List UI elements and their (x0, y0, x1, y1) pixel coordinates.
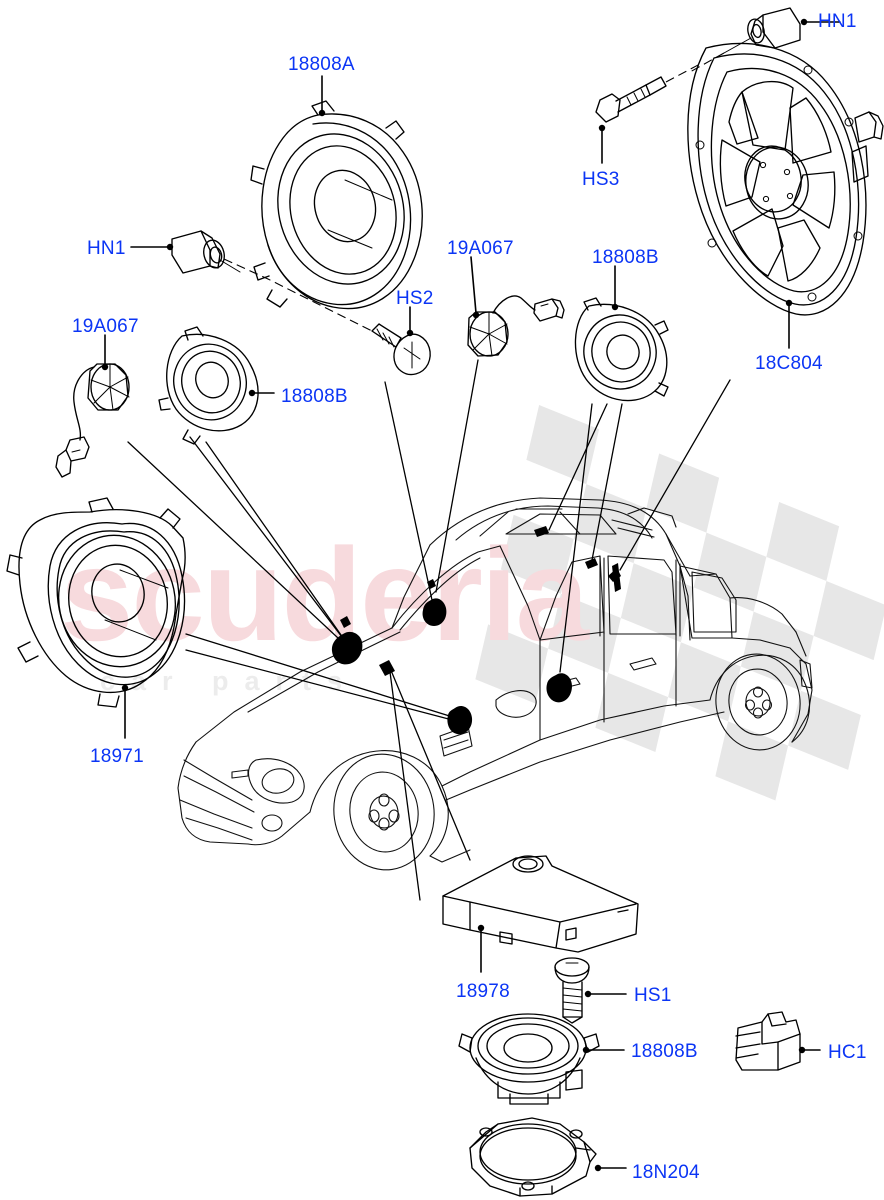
label-18808b-lower: 18808B (281, 386, 348, 407)
part-18978-cover-panel (442, 855, 639, 953)
watermark-brand-text: scuderia (60, 521, 591, 668)
label-19a067-upper: 19A067 (447, 238, 514, 259)
label-18978: 18978 (456, 981, 510, 1002)
label-hn1-right: HN1 (818, 11, 857, 32)
vehicle-illustration (177, 497, 813, 871)
part-19a067-tweeter-lower (55, 363, 130, 478)
part-hn1-grommet-right (689, 7, 801, 73)
part-hc1-clip (735, 1011, 801, 1071)
label-hs3: HS3 (582, 169, 620, 190)
label-19a067-lower: 19A067 (72, 316, 139, 337)
part-hs3-bolt (595, 63, 701, 123)
label-18c804: 18C804 (755, 353, 823, 374)
label-hs1: HS1 (634, 985, 672, 1006)
part-18808b-speaker-upper (574, 297, 669, 402)
part-18808b-speaker-bottom (458, 1013, 600, 1105)
part-19a067-tweeter-upper (467, 295, 565, 357)
part-18808b-speaker-lower (158, 326, 259, 445)
label-hs2: HS2 (396, 288, 434, 309)
part-18808a-door-speaker (223, 100, 423, 332)
part-hs2-screw (371, 323, 431, 376)
label-18808b-upper: 18808B (592, 247, 659, 268)
part-18971-subwoofer (6, 497, 186, 708)
part-18c804-subwoofer-grille (687, 42, 884, 316)
label-hn1-left: HN1 (87, 238, 126, 259)
leader-19a067-upper (470, 256, 477, 314)
part-hn1-grommet-left (171, 230, 241, 274)
part-hs1-screw (554, 957, 590, 1024)
label-hc1: HC1 (828, 1042, 867, 1063)
label-18n204: 18N204 (632, 1162, 700, 1183)
vehicle-speaker-markers (331, 526, 621, 735)
label-18808b-bottom: 18808B (631, 1041, 698, 1062)
leader-lines-to-vehicle (127, 359, 731, 901)
part-18n204-bracket (469, 1117, 597, 1197)
label-18808a: 18808A (288, 54, 355, 75)
watermark-tagline-text: car parts (100, 666, 358, 696)
label-18971: 18971 (90, 746, 144, 767)
